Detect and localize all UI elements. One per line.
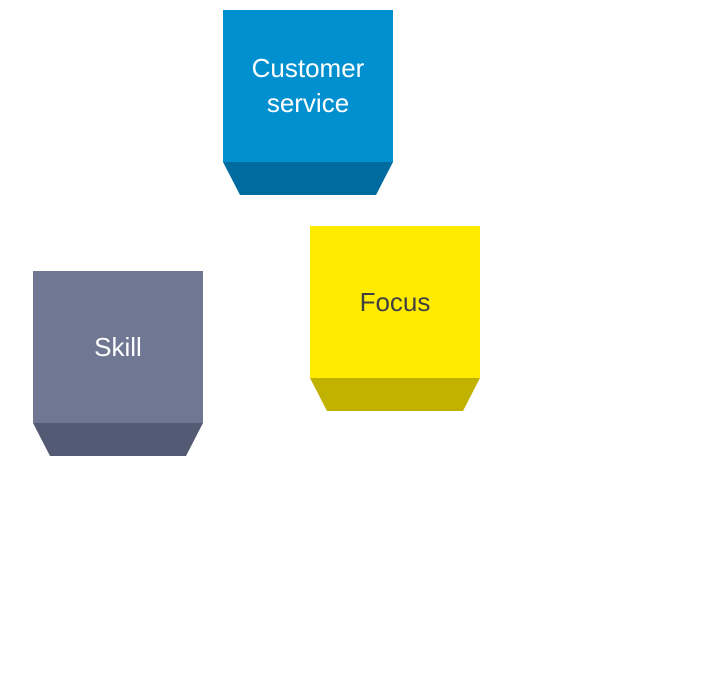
focus-block-base xyxy=(310,378,480,411)
customer-service-block-face: Customer service xyxy=(223,10,393,162)
focus-block-face: Focus xyxy=(310,226,480,378)
customer-service-label: Customer service xyxy=(251,53,365,118)
skill-block: Skill xyxy=(33,271,203,456)
customer-service-block-base xyxy=(223,162,393,195)
skill-block-face: Skill xyxy=(33,271,203,423)
focus-block: Focus xyxy=(310,226,480,411)
skill-block-base xyxy=(33,423,203,456)
focus-label: Focus xyxy=(359,286,431,317)
customer-service-block: Customer service xyxy=(223,10,393,195)
skill-label: Skill xyxy=(94,331,142,362)
